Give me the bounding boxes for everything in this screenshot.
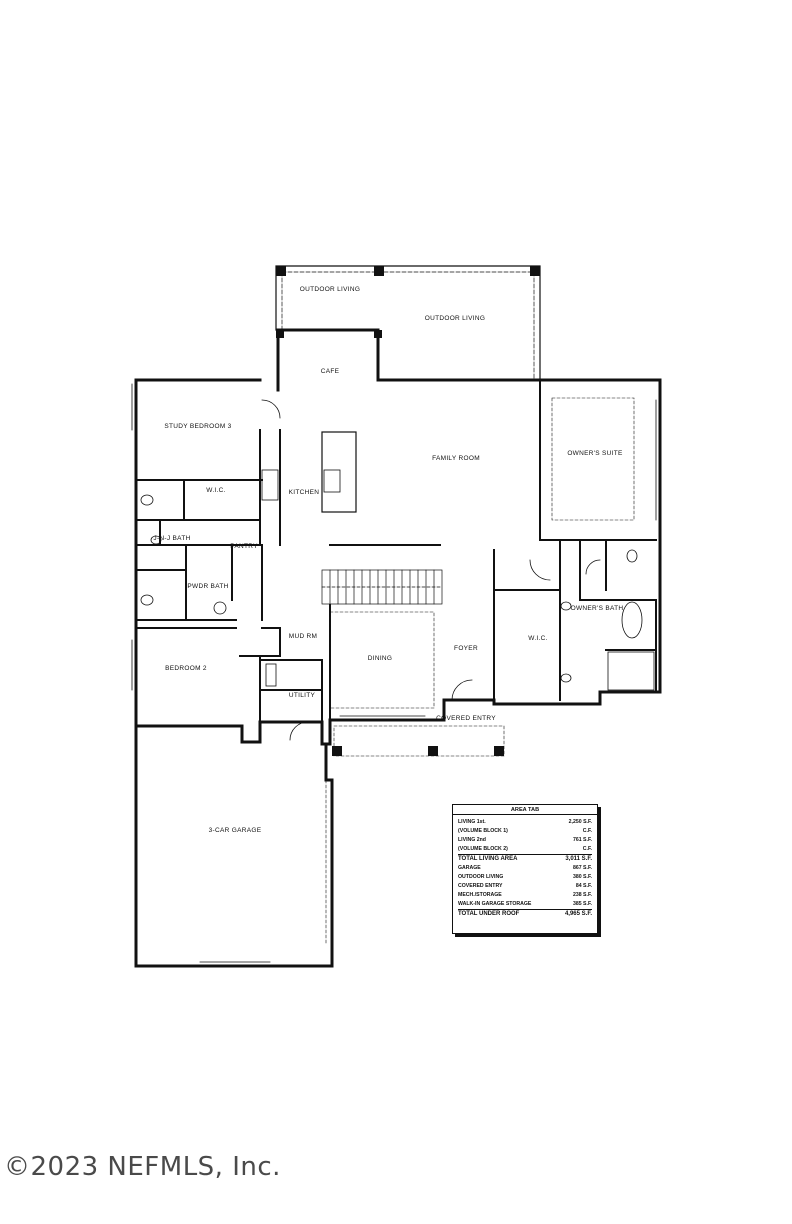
- windows: [131, 383, 661, 967]
- owners-suite-label: OWNER'S SUITE: [567, 450, 623, 457]
- study-label: STUDY BEDROOM 3: [164, 423, 231, 430]
- area-row: (VOLUME BLOCK 2)C.F.: [458, 846, 592, 852]
- outdoor-living-outline: [275, 265, 541, 381]
- area-tab-panel: AREA TAB LIVING 1st.2,250 S.F. (VOLUME B…: [452, 804, 598, 934]
- area-tab-title: AREA TAB: [453, 807, 597, 815]
- covered-entry-label: COVERED ENTRY: [436, 715, 496, 722]
- utility-label: UTILITY: [289, 692, 316, 699]
- door-swings: [261, 399, 601, 741]
- garage-label: 3-CAR GARAGE: [209, 827, 262, 834]
- dining-label: DINING: [368, 655, 393, 662]
- kitchen-label: KITCHEN: [289, 489, 320, 496]
- jnj-bath-label: J-N-J BATH: [153, 535, 190, 542]
- outdoor-living-2-label: OUTDOOR LIVING: [425, 315, 486, 322]
- area-row: LIVING 1st.2,250 S.F.: [458, 819, 592, 825]
- room-labels: OUTDOOR LIVING OUTDOOR LIVING CAFE STUDY…: [153, 286, 623, 834]
- exterior-walls: [134, 328, 662, 968]
- cafe-label: CAFE: [321, 368, 340, 375]
- mud-room-label: MUD RM: [289, 633, 318, 640]
- ceiling-outlines: [325, 397, 635, 945]
- family-room-label: FAMILY ROOM: [432, 455, 480, 462]
- owners-bath-label: OWNER'S BATH: [571, 605, 624, 612]
- staircase: [321, 569, 443, 605]
- wic-1-label: W.I.C.: [206, 487, 226, 494]
- outdoor-living-1-label: OUTDOOR LIVING: [300, 286, 361, 293]
- copyright-notice: ©2023 NEFMLS, Inc.: [4, 1152, 281, 1182]
- wic-2-label: W.I.C.: [528, 635, 548, 642]
- pantry-label: PANTRY: [230, 543, 258, 550]
- kitchen-island: [321, 431, 357, 513]
- columns: [276, 266, 540, 756]
- bedroom-2-label: BEDROOM 2: [165, 665, 207, 672]
- foyer-label: FOYER: [454, 645, 478, 652]
- interior-walls: [135, 379, 657, 723]
- powder-bath-label: PWDR BATH: [187, 583, 228, 590]
- area-row: (VOLUME BLOCK 1)C.F.: [458, 828, 592, 834]
- fixtures: [140, 469, 655, 691]
